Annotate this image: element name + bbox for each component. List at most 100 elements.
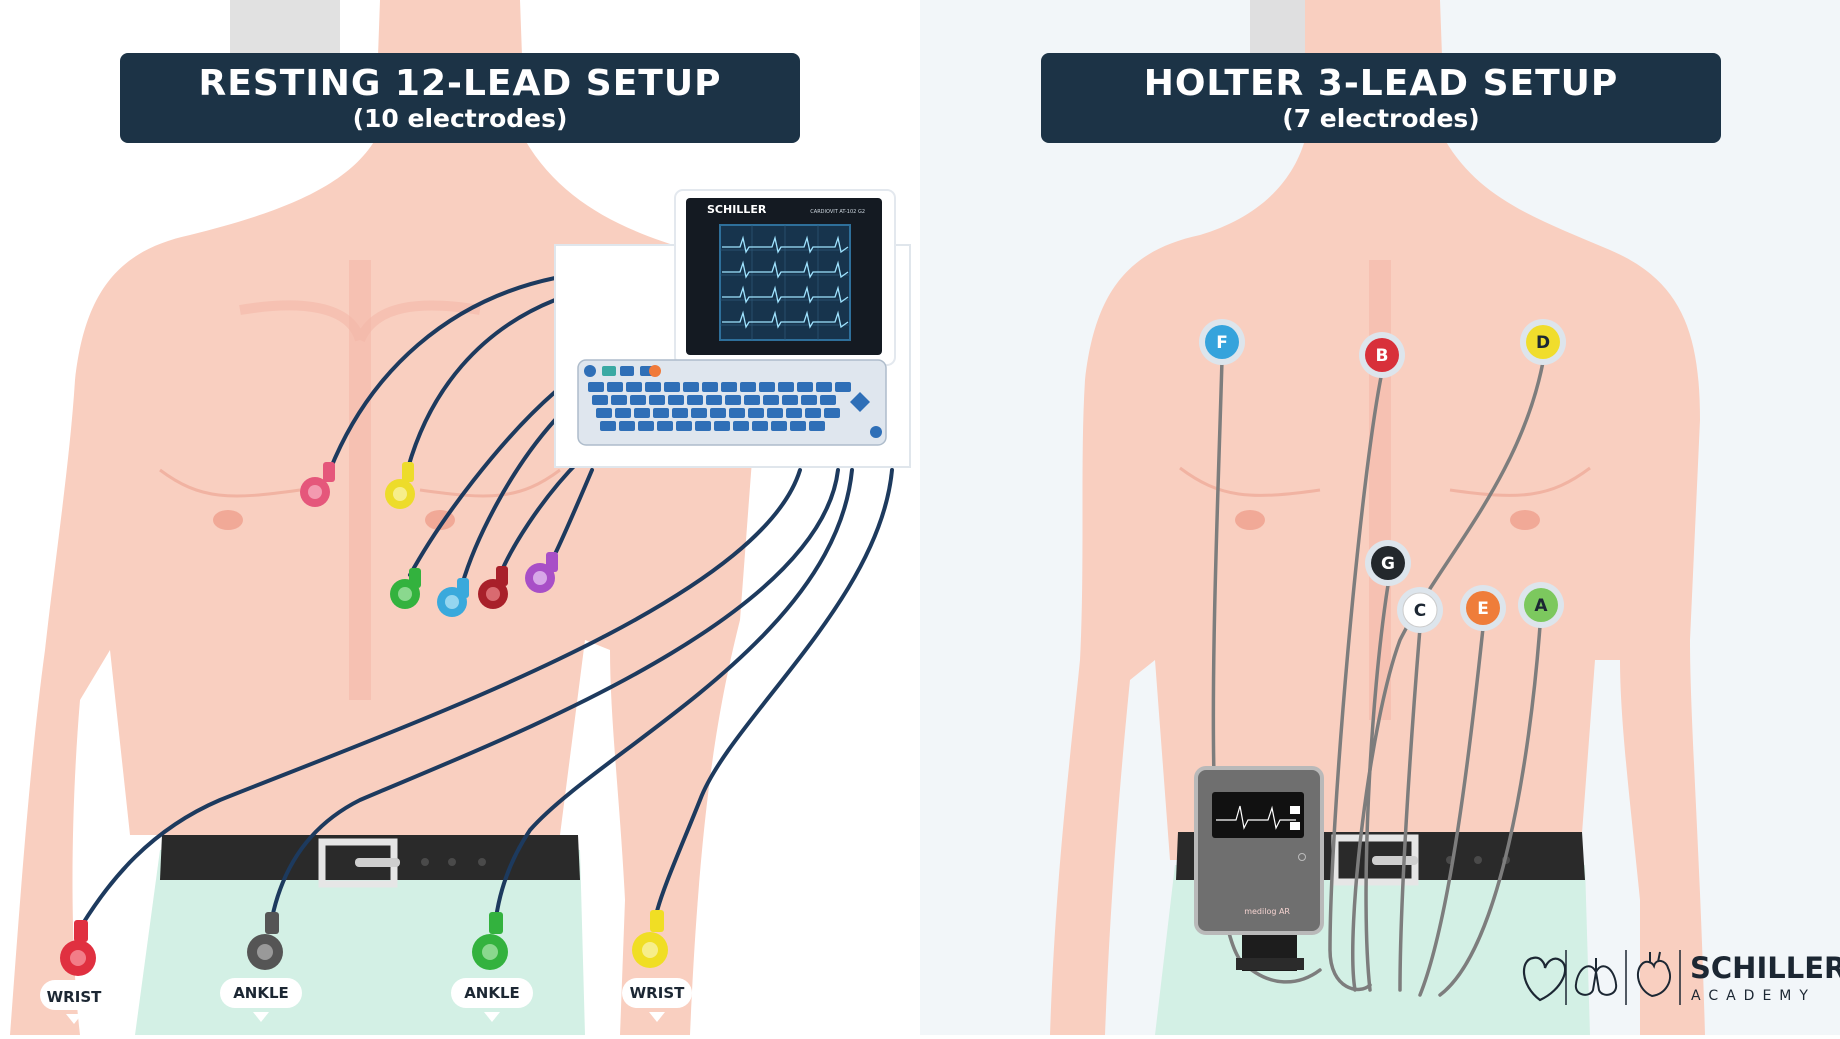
keyboard-key	[782, 395, 798, 405]
keyboard-key	[710, 408, 726, 418]
left-title-bar: RESTING 12-LEAD SETUP (10 electrodes)	[120, 53, 800, 143]
keyboard-key	[790, 421, 806, 431]
schiller-academy-logo: SCHILLER ACADEMY	[1523, 950, 1840, 1005]
keyboard-key	[702, 382, 718, 392]
keyboard-key	[645, 382, 661, 392]
left-cables	[80, 276, 894, 927]
keyboard-key	[786, 408, 802, 418]
lungs-icon	[1574, 958, 1618, 996]
keyboard-key	[809, 421, 825, 431]
right-title-bar: HOLTER 3-LEAD SETUP (7 electrodes)	[1041, 53, 1721, 143]
limb-tag-wrist-right: WRIST	[40, 980, 108, 1024]
limb-tag-ankle-left: ANKLE	[451, 978, 533, 1022]
electrode-c: C	[1397, 587, 1443, 633]
keyboard-key	[748, 408, 764, 418]
keyboard-key	[695, 421, 711, 431]
electrode-right-ankle	[247, 912, 283, 970]
keyboard-key	[771, 421, 787, 431]
keyboard-key	[805, 408, 821, 418]
keyboard-key	[725, 395, 741, 405]
keyboard-key	[740, 382, 756, 392]
electrode-right-wrist	[60, 920, 96, 976]
svg-text:C: C	[1414, 601, 1426, 621]
left-subtitle: (10 electrodes)	[353, 104, 568, 133]
brand-name: SCHILLER	[1690, 951, 1840, 985]
keyboard-key	[607, 382, 623, 392]
left-chest-electrodes	[300, 462, 558, 617]
electrode-b: B	[1359, 332, 1405, 378]
svg-text:WRIST: WRIST	[630, 984, 685, 1002]
electrode-yellow	[385, 462, 415, 509]
svg-text:G: G	[1381, 554, 1395, 574]
electrode-blue	[437, 578, 469, 617]
svg-text:D: D	[1536, 333, 1550, 353]
keyboard-key	[767, 408, 783, 418]
recorder-brand: medilog AR	[1244, 907, 1290, 916]
left-limb-electrodes	[60, 910, 668, 976]
keyboard-key	[778, 382, 794, 392]
electrode-purple	[525, 552, 558, 593]
keyboard-key	[600, 421, 616, 431]
electrode-e: E	[1460, 585, 1506, 631]
keyboard-key	[721, 382, 737, 392]
keyboard-key	[672, 408, 688, 418]
limb-labels: WRIST ANKLE ANKLE WRIST	[40, 978, 692, 1024]
keyboard-key	[733, 421, 749, 431]
holter-recorder: medilog AR	[1194, 766, 1324, 971]
electrode-pink	[300, 462, 335, 507]
left-title: RESTING 12-LEAD SETUP	[199, 63, 722, 104]
limb-tag-wrist-left: WRIST	[622, 978, 692, 1022]
anatomical-heart-icon	[1636, 951, 1671, 998]
keyboard-key	[634, 408, 650, 418]
electrode-left-ankle	[472, 912, 508, 970]
keyboard-key	[797, 382, 813, 392]
keyboard-key	[668, 395, 684, 405]
keyboard-key	[759, 382, 775, 392]
keyboard-key	[820, 395, 836, 405]
keyboard-key	[653, 408, 669, 418]
electrode-d: D	[1520, 319, 1566, 365]
keyboard-key	[691, 408, 707, 418]
keyboard-key	[638, 421, 654, 431]
keyboard-key	[687, 395, 703, 405]
svg-text:B: B	[1376, 346, 1389, 366]
keyboard-key	[683, 382, 699, 392]
svg-text:F: F	[1216, 333, 1228, 353]
holter-screen	[1212, 792, 1304, 838]
limb-tag-ankle-right: ANKLE	[220, 978, 302, 1022]
keyboard-key	[706, 395, 722, 405]
device-model: CARDIOVIT AT-102 G2	[810, 209, 865, 215]
svg-text:ANKLE: ANKLE	[233, 984, 289, 1002]
electrode-left-wrist	[632, 910, 668, 968]
keyboard-key	[676, 421, 692, 431]
keyboard-key	[714, 421, 730, 431]
electrode-g: G	[1365, 540, 1411, 586]
keyboard-key	[596, 408, 612, 418]
svg-text:WRIST: WRIST	[47, 988, 102, 1006]
electrode-darkred	[478, 566, 508, 609]
svg-text:E: E	[1477, 599, 1489, 619]
ecg-machine: SCHILLER CARDIOVIT AT-102 G2	[554, 189, 911, 468]
heart-icon	[1523, 956, 1567, 1002]
right-subtitle: (7 electrodes)	[1282, 104, 1479, 133]
svg-text:A: A	[1534, 596, 1548, 616]
keyboard-key	[619, 421, 635, 431]
electrode-a: A	[1518, 582, 1564, 628]
keyboard-key	[752, 421, 768, 431]
keyboard-key	[763, 395, 779, 405]
electrode-f: F	[1199, 319, 1245, 365]
keyboard-key	[657, 421, 673, 431]
svg-text:ANKLE: ANKLE	[464, 984, 520, 1002]
device-brand: SCHILLER	[707, 203, 767, 216]
keyboard-key	[816, 382, 832, 392]
keyboard-key	[835, 382, 851, 392]
keyboard-key	[824, 408, 840, 418]
keyboard-key	[664, 382, 680, 392]
keyboard-key	[592, 395, 608, 405]
keyboard-key	[630, 395, 646, 405]
keyboard-key	[611, 395, 627, 405]
keyboard-key	[649, 395, 665, 405]
keyboard-key	[801, 395, 817, 405]
brand-sub: ACADEMY	[1691, 988, 1816, 1004]
